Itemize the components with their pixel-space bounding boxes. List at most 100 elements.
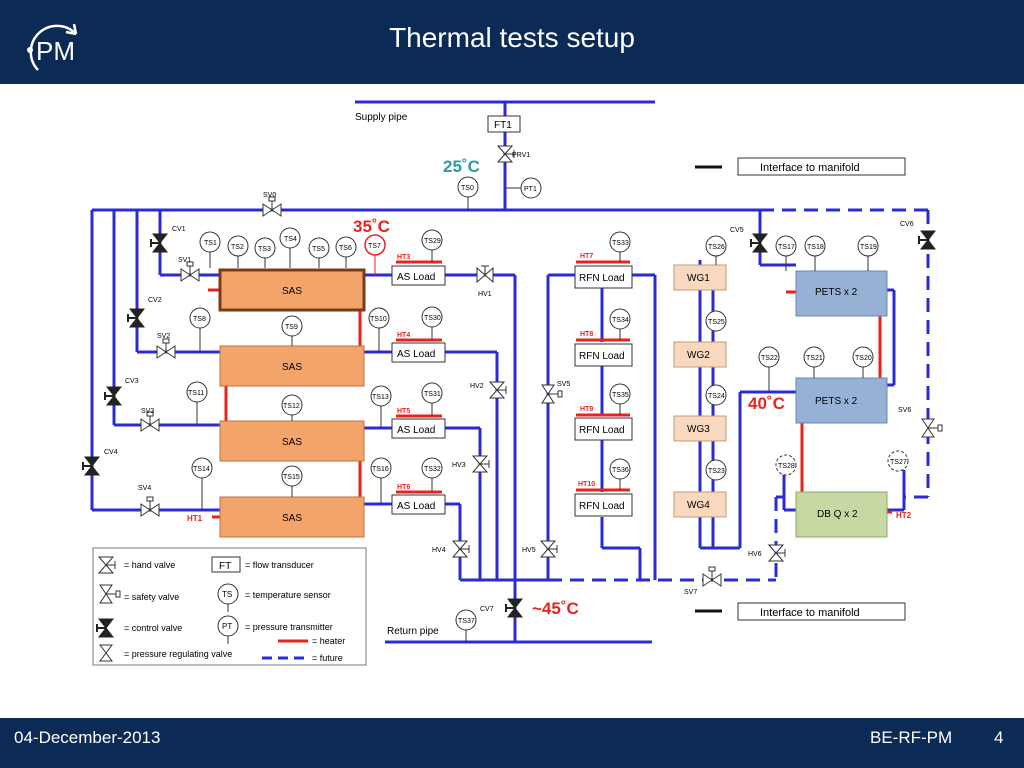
legend-ft-symbol: FT: [219, 561, 231, 572]
ht10-label: HT10: [578, 481, 595, 488]
hv6-label: HV6: [748, 551, 762, 558]
ts14-label: TS14: [193, 466, 210, 473]
ts0-label: TS0: [461, 185, 474, 192]
cv6-label: CV6: [900, 221, 914, 228]
sv1-label: SV1: [178, 257, 191, 264]
ts24-label: TS24: [708, 393, 725, 400]
temp-supply: 25˚C: [443, 157, 480, 176]
wg2: WG2: [687, 350, 710, 361]
ht5-label: HT5: [397, 408, 410, 415]
as-load-3: AS Load: [397, 425, 435, 436]
ts13-label: TS13: [372, 394, 389, 401]
sv7-valve: [702, 566, 722, 587]
ts1-sensor: [199, 231, 221, 253]
wg4: WG4: [687, 500, 710, 511]
slide-header: PM Thermal tests setup: [0, 0, 1024, 84]
cv2-valve: [127, 308, 145, 328]
thermal-diagram: Supply pipe FT1 PRV1 25˚C TS0 PT1 SV0 In…: [82, 100, 943, 666]
legend-hand-valve: = hand valve: [124, 560, 175, 570]
ts1-label: TS1: [204, 240, 217, 247]
hv2-label: HV2: [470, 383, 484, 390]
hv3-valve: [472, 455, 490, 473]
sas-2: [219, 345, 365, 387]
ts6-sensor: [335, 236, 357, 258]
sas-4: [219, 496, 365, 538]
legend-prv-icon: [99, 644, 113, 662]
prv1-label: PRV1: [512, 152, 530, 159]
ts2-sensor: [227, 235, 249, 257]
ts24-sensor: [705, 384, 727, 406]
ts34-label: TS34: [612, 317, 629, 324]
ft1-label: FT1: [494, 120, 512, 131]
legend-pressure-transmitter: = pressure transmitter: [245, 622, 333, 632]
sas-1: [218, 268, 366, 312]
wg3: WG3: [687, 424, 710, 435]
ts17-label: TS17: [778, 244, 795, 251]
cv1-label: CV1: [172, 226, 186, 233]
ts3-label: TS3: [258, 246, 271, 253]
hv4-valve: [452, 540, 470, 558]
cv2-label: CV2: [148, 297, 162, 304]
hv5-valve: [540, 540, 558, 558]
ts26-label: TS26: [708, 244, 725, 251]
legend-prv: = pressure regulating valve: [124, 649, 232, 659]
cv7-valve: [505, 598, 523, 618]
hv1-label: HV1: [478, 291, 492, 298]
as-load-1: AS Load: [397, 272, 435, 283]
interface-top-box: [737, 157, 906, 176]
ts26-sensor: [705, 235, 727, 257]
ts32-sensor: [421, 457, 443, 479]
sas-3-label: SAS: [282, 437, 302, 448]
sv6-valve: [921, 418, 943, 438]
as-load-4: AS Load: [397, 501, 435, 512]
sv7-label: SV7: [684, 589, 697, 596]
pets-2: [795, 377, 888, 424]
ts28-label: TS28: [778, 463, 795, 470]
ts15-label: TS15: [283, 474, 300, 481]
ts20-sensor: [852, 346, 874, 368]
ts17-sensor: [775, 235, 797, 257]
ts30-label: TS30: [424, 315, 441, 322]
cv4-label: CV4: [104, 449, 118, 456]
ts27-sensor: [887, 450, 909, 472]
cv4-valve: [82, 456, 100, 476]
ft1-box: [487, 115, 521, 133]
ts35-label: TS35: [612, 392, 629, 399]
dbq: [795, 491, 888, 538]
ts15-sensor: [281, 465, 303, 487]
interface-bottom: Interface to manifold: [760, 607, 860, 619]
rfn-load-3: RFN Load: [579, 425, 625, 436]
ts27-label: TS27: [890, 459, 907, 466]
ts11-label: TS11: [188, 390, 204, 397]
page-title: Thermal tests setup: [389, 22, 635, 53]
ts34-sensor: [609, 308, 631, 330]
pt1-label: PT1: [524, 186, 537, 193]
ts4-label: TS4: [284, 236, 297, 243]
ts18-sensor: [804, 235, 826, 257]
ts33-sensor: [609, 231, 631, 253]
ts5-sensor: [308, 237, 330, 259]
ts35-sensor: [609, 383, 631, 405]
legend-control-valve: = control valve: [124, 623, 182, 633]
footer-date: 04-December-2013: [14, 728, 161, 747]
rfn-load-2: RFN Load: [579, 351, 625, 362]
footer-org: BE-RF-PM: [870, 728, 953, 747]
ts12-sensor: [281, 394, 303, 416]
ts4-sensor: [279, 227, 301, 249]
ts2-label: TS2: [231, 244, 244, 251]
sv6-label: SV6: [898, 407, 911, 414]
ts22-sensor: [758, 346, 780, 368]
temp-pets: 40˚C: [748, 394, 785, 413]
slide-footer: 04-December-2013 BE-RF-PM 4: [0, 718, 1024, 768]
rfn-loads: RFN Load RFN Load RFN Load RFN Load: [574, 265, 633, 517]
ts9-label: TS9: [285, 324, 298, 331]
ts18-label: TS18: [807, 244, 824, 251]
ts8-label: TS8: [193, 316, 206, 323]
ts16-sensor: [370, 457, 392, 479]
cv7-label: CV7: [480, 606, 494, 613]
ht7-label: HT7: [580, 253, 593, 260]
rfn-load-1: RFN Load: [579, 273, 625, 284]
ts37-label: TS37: [458, 618, 475, 625]
logo-text: PM: [36, 36, 75, 66]
ts0-sensor: [457, 176, 479, 198]
